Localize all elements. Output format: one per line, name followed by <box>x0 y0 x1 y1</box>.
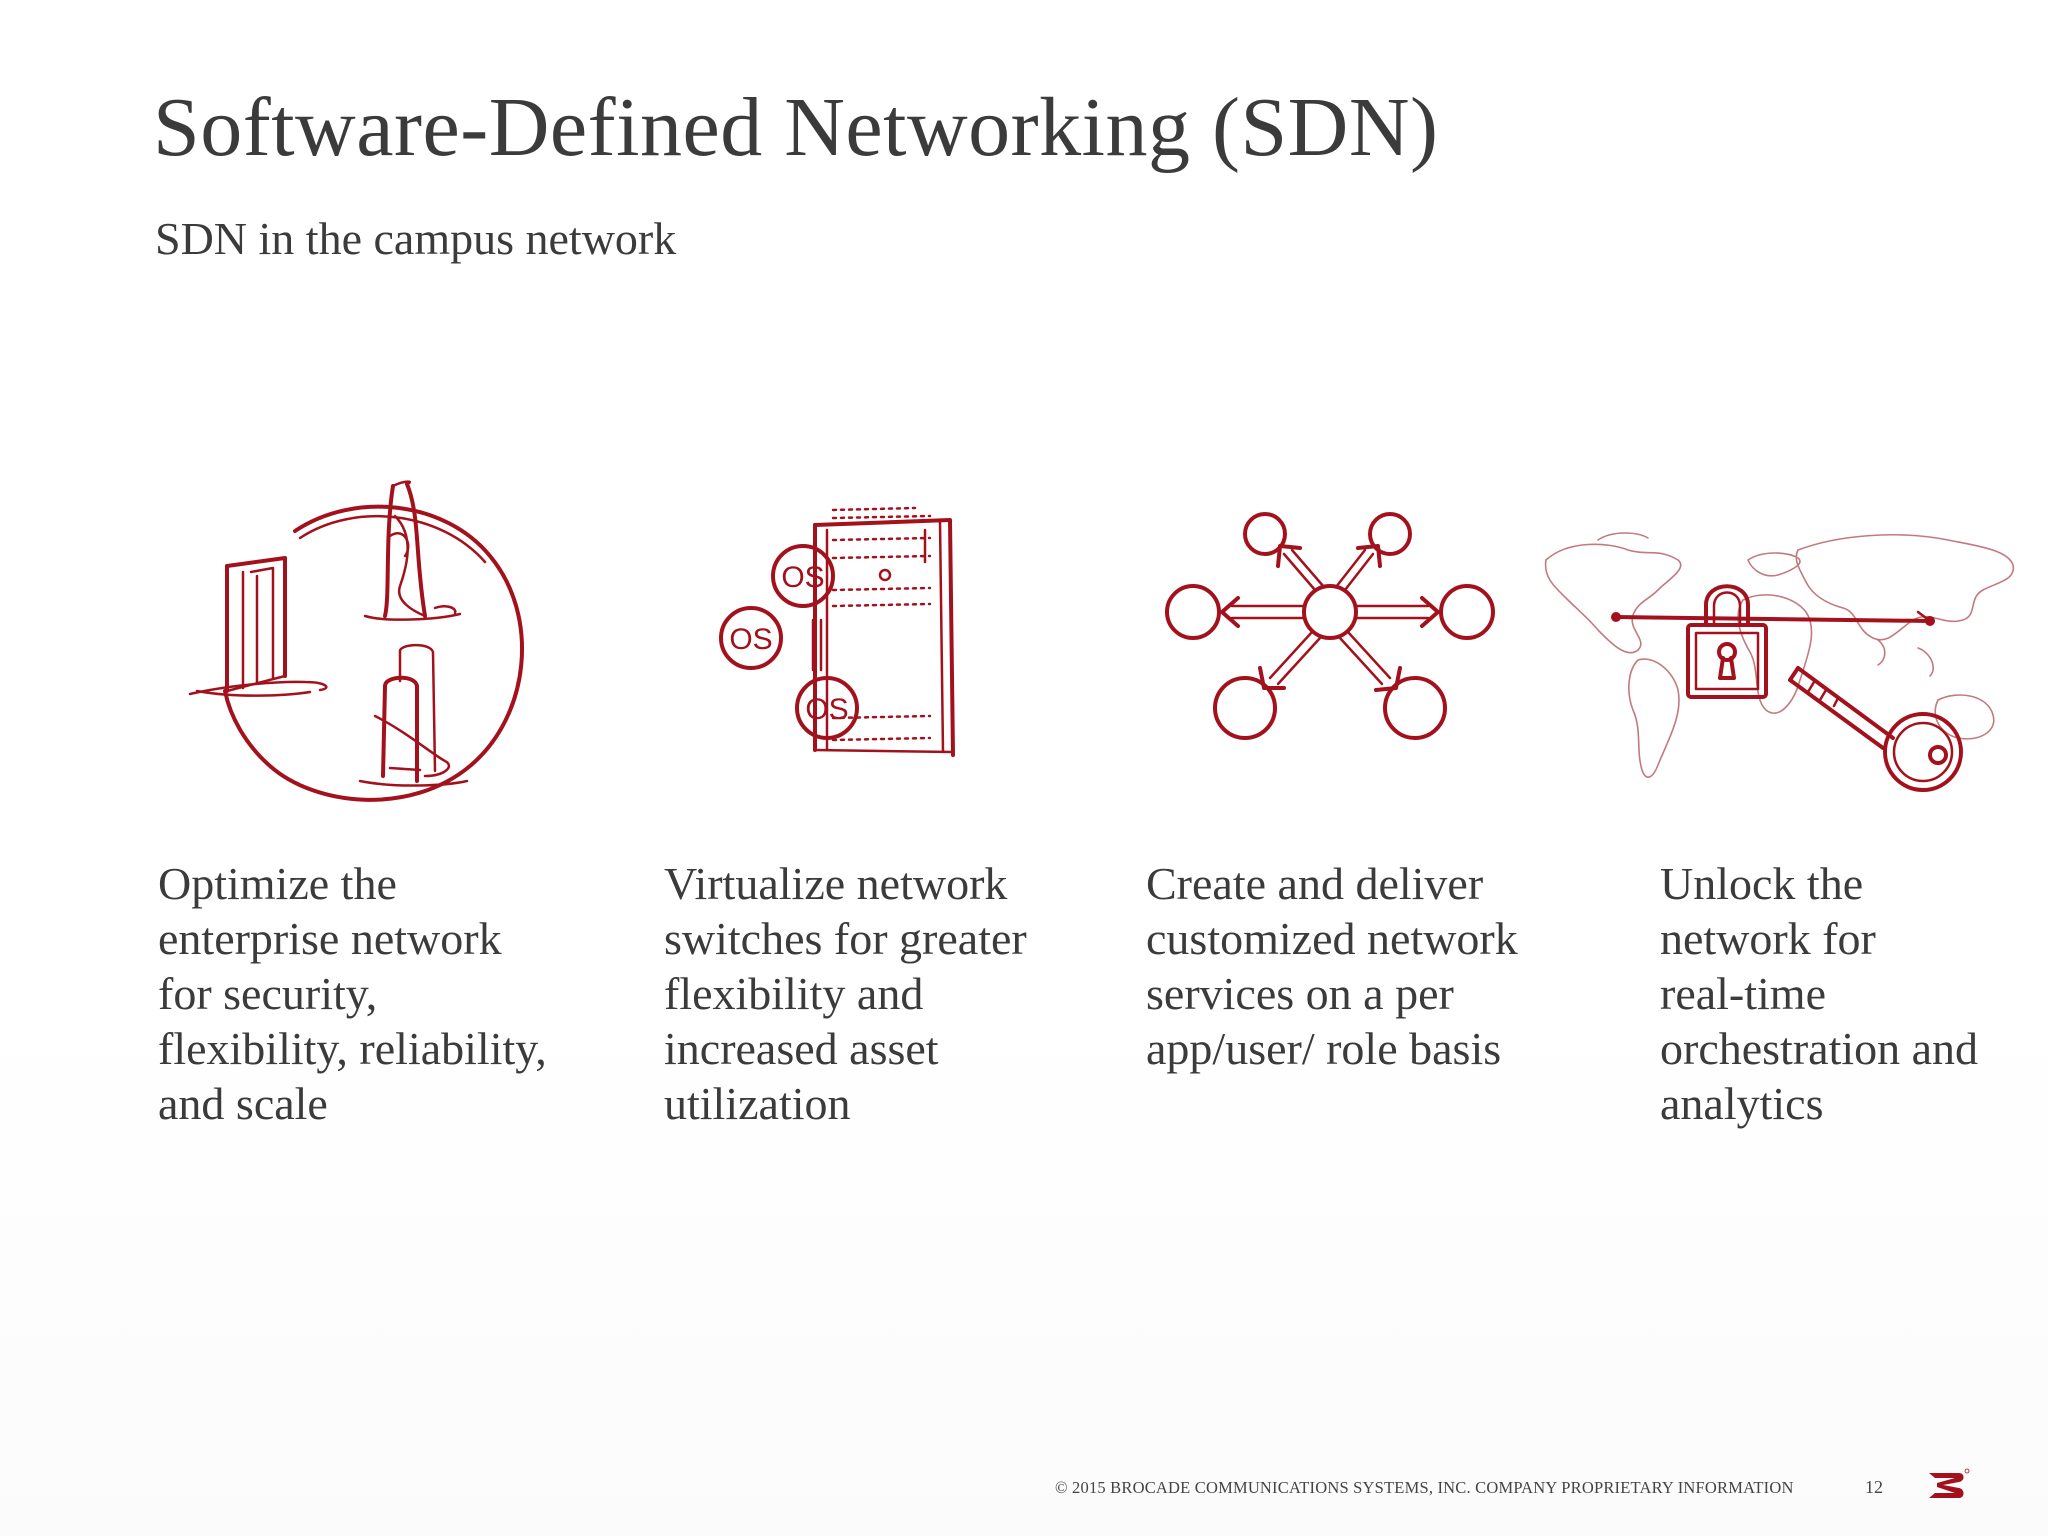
os-label: OS <box>729 623 772 656</box>
brocade-logo-icon <box>1925 1467 1971 1505</box>
virtual-switch-os-icon: OS OS OS <box>715 500 975 760</box>
network-hub-icon <box>1160 508 1500 756</box>
feature-caption-services: Create and deliver customized network se… <box>1146 858 1518 1074</box>
world-map-lock-key-icon <box>1538 520 2018 792</box>
feature-caption-optimize: Optimize the enterprise network for secu… <box>158 858 547 1129</box>
slide-title: Software-Defined Networking (SDN) <box>153 81 1439 174</box>
campus-buildings-icon <box>185 476 545 806</box>
page-number: 12 <box>1865 1477 1883 1497</box>
footer-copyright: © 2015 BROCADE COMMUNICATIONS SYSTEMS, I… <box>1055 1478 1794 1497</box>
os-label: OS <box>781 561 824 594</box>
feature-caption-unlock: Unlock the network for real-time orchest… <box>1660 858 1979 1129</box>
os-label: OS <box>805 693 848 726</box>
feature-caption-virtualize: Virtualize network switches for greater … <box>664 858 1027 1129</box>
slide-subtitle: SDN in the campus network <box>155 213 677 264</box>
